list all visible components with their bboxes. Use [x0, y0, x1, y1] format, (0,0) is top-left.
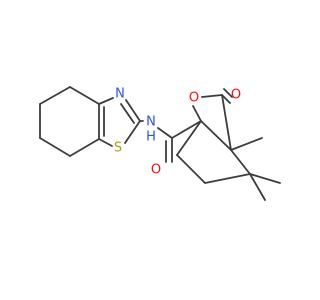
bond-amide-c-c1 [171, 120, 202, 139]
bonds [39, 86, 281, 201]
bond-c7-methyl-a [249, 173, 266, 201]
bond-c3-carbonyl-o [221, 94, 231, 104]
bond-nh-amide-c [157, 127, 173, 139]
atom-o-carbonyl: O [231, 88, 241, 103]
atom-o-amide: O [151, 163, 161, 178]
bond-c5-c7 [204, 173, 251, 184]
atom-n-ring: N [115, 87, 125, 102]
bond-c1-c6 [176, 120, 202, 156]
atom-nh-n: N [146, 115, 156, 130]
bond-o-ring-c3 [201, 94, 223, 98]
bond-n-c2 [125, 99, 141, 122]
bond-c3-carbonyl-o-double [223, 88, 233, 98]
atom-nh-h: H [146, 130, 156, 145]
bond-c3-c4-bridge [221, 94, 232, 151]
bond-c3-n [98, 97, 114, 105]
bond-c2-s [124, 120, 141, 144]
bond-c5-c4 [69, 138, 100, 157]
atom-o-ring: O [189, 91, 199, 106]
bond-c4-c7 [230, 149, 251, 175]
atom-labels: N N H S O O O [114, 87, 241, 178]
bond-s-c4 [98, 138, 113, 147]
bond-c6-c5 [176, 154, 206, 184]
bond-c1-o-ring [192, 105, 202, 122]
molecule-structure-diagram: N N H S O O O [39, 86, 281, 201]
bond-c4-methyl [230, 137, 263, 151]
bond-c1-c4-through [200, 120, 232, 151]
bond-c6-c5 [39, 137, 71, 157]
bond-c2-c3 [69, 86, 100, 105]
bond-c7-methyl-b [249, 173, 281, 184]
bond-c1-c2 [39, 86, 71, 105]
atom-s: S [114, 141, 122, 156]
bond-n-c2-double [120, 103, 135, 124]
